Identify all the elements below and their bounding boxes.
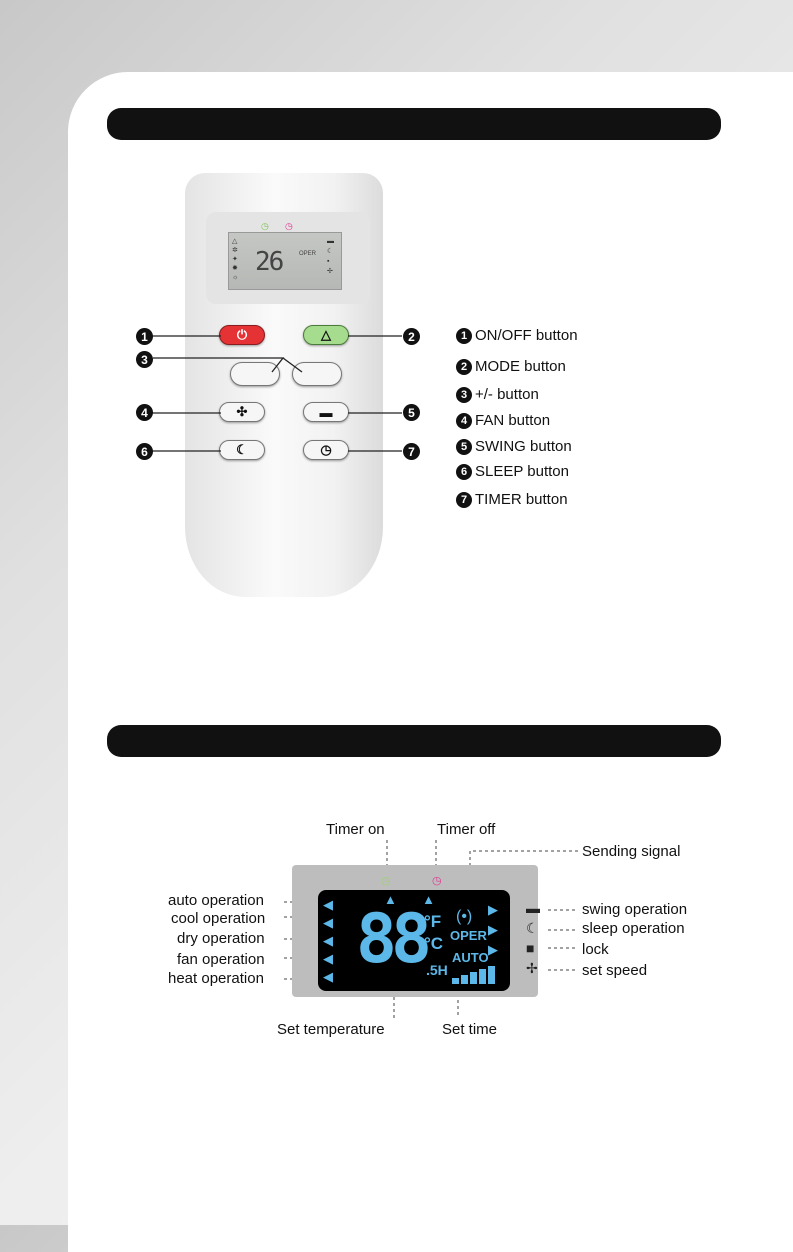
lock-icon: ■ [526,940,535,956]
legend-number: 1 [456,327,472,344]
mode-button[interactable]: △ [303,325,349,345]
legend-number: 2 [456,358,472,375]
signal-icon: (•) [456,908,473,925]
remote-timer-off-icon: ◷ [285,221,293,231]
legend-label: ON/OFF button [475,327,578,344]
sleep-button[interactable]: ☾ [219,440,265,460]
lcd-auto: AUTO [452,950,489,965]
timer-on-indicator-icon: ◷ [381,875,391,887]
label-heat-operation: heat operation [168,970,264,987]
legend-number: 5 [456,438,472,455]
minus-button[interactable] [230,362,280,386]
legend-label: TIMER button [475,491,568,508]
label-set-temperature: Set temperature [277,1021,385,1038]
swing-icon: ▬ [526,900,540,916]
callout-number-6: 6 [136,443,153,460]
label-set-time: Set time [442,1021,498,1038]
label-swing-operation: swing operation [582,901,688,918]
lcd-digits: 88 [356,900,432,979]
legend-label: SLEEP button [475,463,569,480]
callout-number-3: 3 [136,351,153,368]
plus-button[interactable] [292,362,342,386]
lcd-screen: ◀◀◀◀◀ ▲ ▲ 88 °F °C .5H (•) OPER AUTO ▶▶▶ [318,890,510,991]
legend-label: MODE button [475,358,566,375]
speed-icon: ✢ [526,960,538,976]
lcd-unit-c: °C [424,934,444,953]
legend-item: 3+/- button [456,386,539,403]
lcd-hour: .5H [426,962,448,978]
lcd-oper: OPER [450,928,487,943]
callout-number-2: 2 [403,328,420,345]
remote-oper-label: OPER [299,251,317,257]
label-sending-signal: Sending signal [582,843,681,860]
label-cool-operation: cool operation [171,910,266,927]
on-off-button[interactable]: ⏻ [219,325,265,345]
label-timer-on: Timer on [326,821,385,838]
remote-display: ◷ ◷ △✲✦✸☼ 26 OPER ▬☾▪✢ [228,221,342,290]
left-arrows-icon: ◀◀◀◀◀ [323,897,333,984]
right-icons-column: ▬ ☾ ■ ✢ [526,898,540,978]
legend-number: 3 [456,386,472,403]
label-dry-operation: dry operation [177,930,265,947]
swing-button[interactable]: ▬ [303,402,349,422]
right-arrows-icon: ▶▶▶ [488,902,498,957]
speed-bars-icon [452,966,495,984]
callout-number-7: 7 [403,443,420,460]
label-sleep-operation: sleep operation [582,920,685,937]
fan-button[interactable]: ✣ [219,402,265,422]
remote-timer-on-icon: ◷ [261,221,269,231]
callout-number-4: 4 [136,404,153,421]
legend-label: FAN button [475,412,551,429]
timer-button[interactable]: ◷ [303,440,349,460]
remote-temperature: 26 [255,247,284,277]
legend-number: 6 [456,463,472,480]
lcd-unit-f: °F [424,912,442,931]
callout-lines [152,335,578,1018]
label-set-speed: set speed [582,962,648,979]
legend-number: 4 [456,412,472,429]
timer-off-indicator-icon: ◷ [432,875,442,887]
remote-mode-icons: △✲✦✸☼ [232,238,239,281]
remote-right-icons: ▬☾▪✢ [327,238,334,275]
label-lock: lock [582,941,609,958]
callout-number-5: 5 [403,404,420,421]
legend-label: SWING button [475,438,572,455]
section-header-bar-buttons [107,108,721,140]
label-auto-operation: auto operation [168,892,264,909]
top-arrows-icon: ▲ ▲ [384,892,436,907]
sleep-icon: ☾ [526,920,539,936]
section-header-bar-display [107,725,721,757]
legend-number: 7 [456,491,472,508]
label-fan-operation: fan operation [177,951,265,968]
callout-number-1: 1 [136,328,153,345]
legend-label: +/- button [475,386,539,403]
label-timer-off: Timer off [437,821,496,838]
